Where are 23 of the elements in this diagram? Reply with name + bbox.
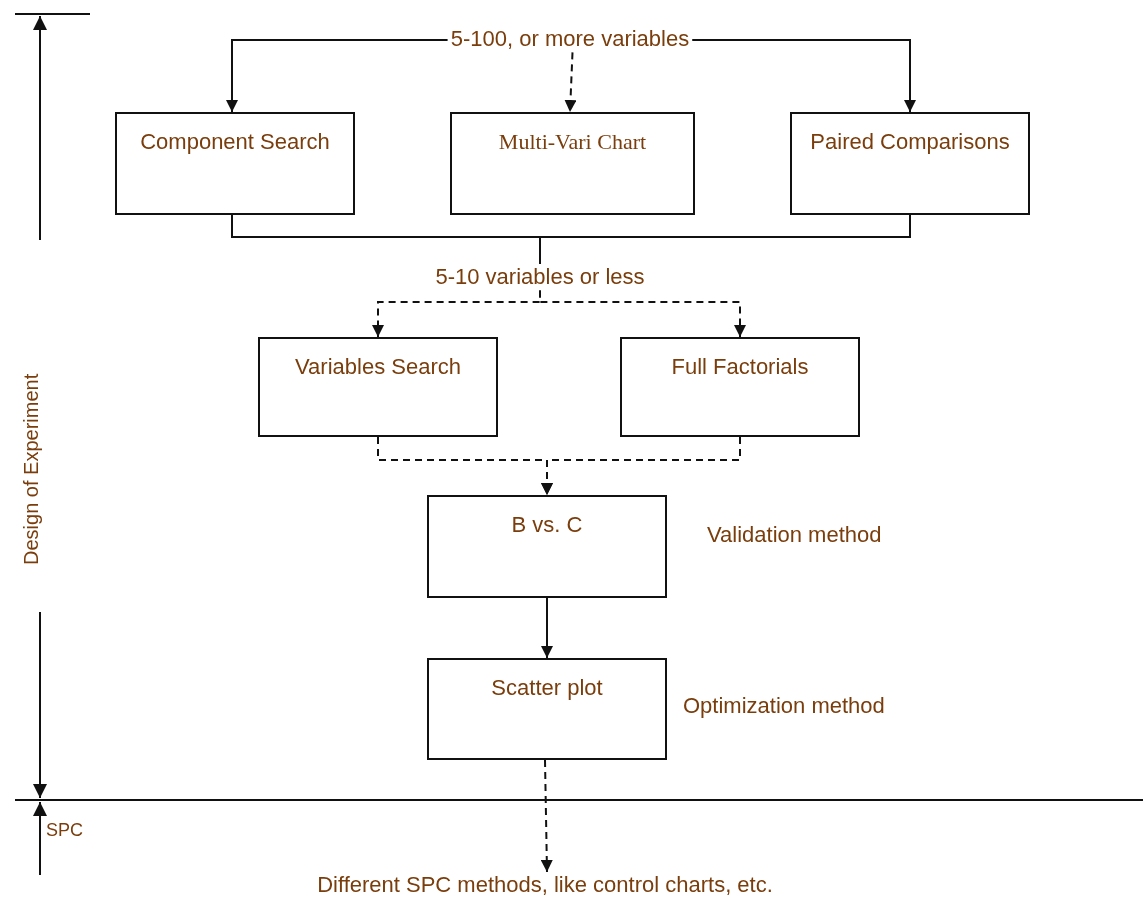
connector-arrow	[226, 39, 449, 113]
connector-arrow	[541, 436, 741, 496]
process-box	[620, 337, 860, 437]
process-box	[258, 337, 498, 437]
connector-arrow	[539, 289, 746, 338]
process-box	[115, 112, 355, 215]
method-label: Validation method	[707, 521, 882, 549]
box-label: Multi-Vari Chart	[498, 128, 647, 156]
connector-arrow	[691, 39, 916, 113]
box-label: Full Factorials	[671, 353, 809, 381]
connector-arrow	[540, 759, 553, 873]
box-label: B vs. C	[511, 511, 583, 539]
box-label: Paired Comparisons	[810, 128, 1010, 156]
method-label: Optimization method	[683, 692, 885, 720]
box-label: Scatter plot	[491, 674, 603, 702]
process-box	[450, 112, 695, 215]
connector-arrow	[541, 597, 553, 659]
box-label: Component Search	[140, 128, 330, 156]
connector-arrow	[564, 51, 577, 113]
section-label: Design of Experiment	[20, 373, 43, 565]
process-box	[790, 112, 1030, 215]
section-label: SPC	[46, 820, 83, 841]
box-label: Variables Search	[295, 353, 461, 381]
